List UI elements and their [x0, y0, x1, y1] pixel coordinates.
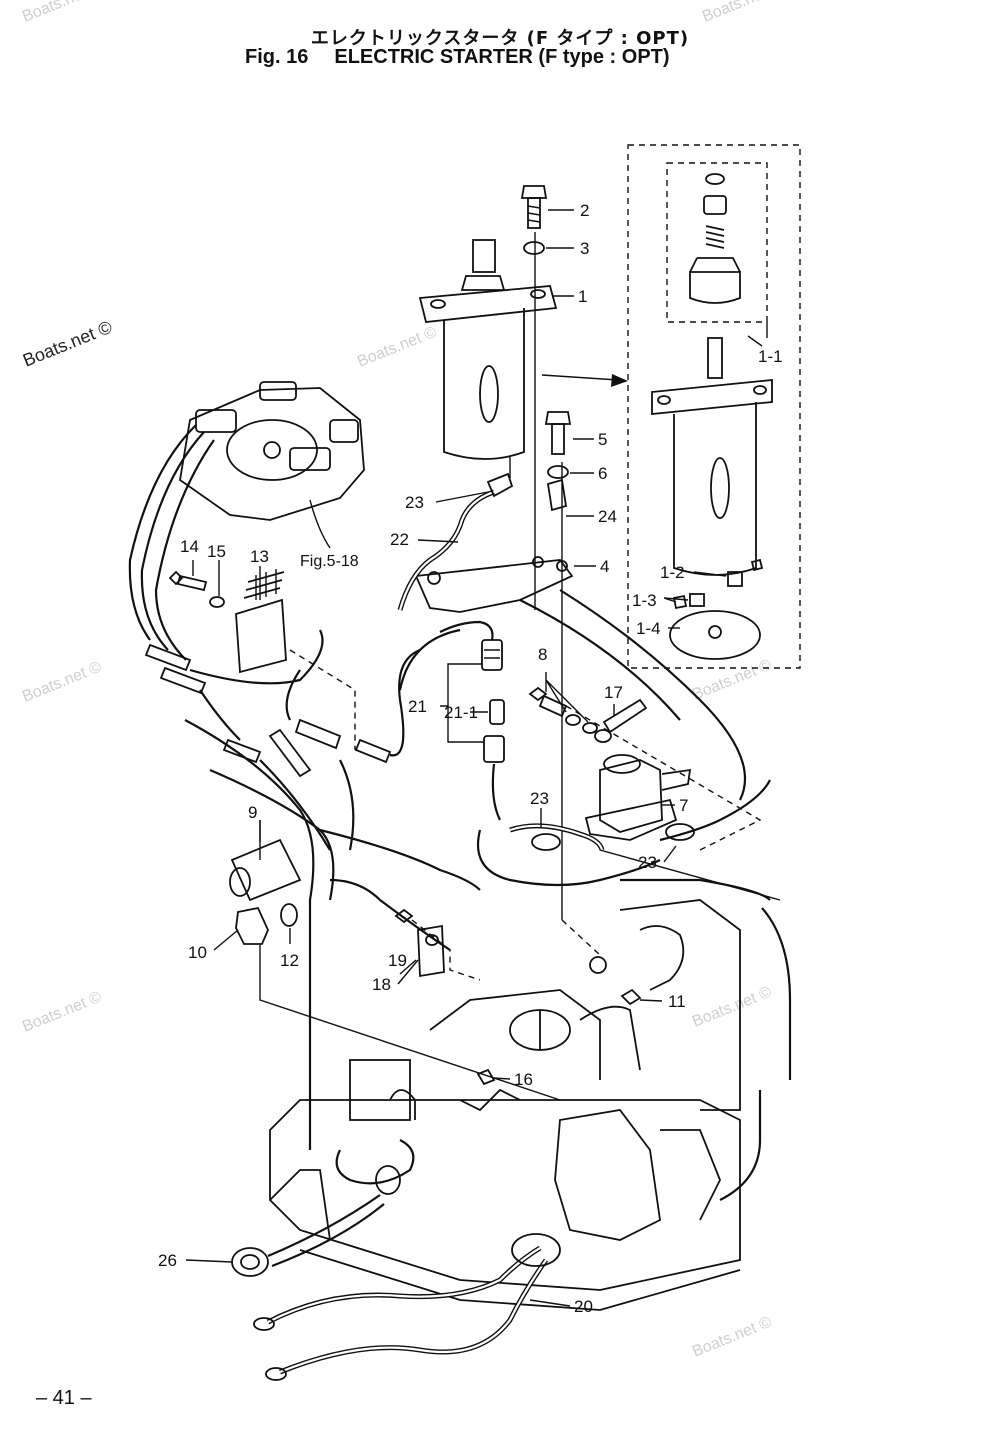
- cable-24: [509, 823, 605, 851]
- bracket-4: [414, 559, 574, 613]
- reference-fig-5-18: Fig.5-18: [300, 553, 359, 570]
- callout-8: 8: [538, 645, 547, 664]
- callout-7: 7: [679, 796, 688, 815]
- bolt-19: [394, 908, 414, 924]
- callout-13: 13: [250, 547, 269, 566]
- callout-21: 21: [408, 697, 427, 716]
- rectifier-13: [235, 569, 287, 674]
- cable-22: [397, 472, 514, 611]
- clamp-18: [417, 924, 445, 978]
- terminal-25: [546, 478, 568, 512]
- bolt-9: [620, 988, 642, 1006]
- callout-15: 15: [207, 542, 226, 561]
- bolt-5: [544, 411, 572, 455]
- part-17: [602, 698, 648, 734]
- bolt-16: [476, 1068, 496, 1086]
- callout-1-3: 1-3: [632, 591, 657, 610]
- stator-assembly: [179, 381, 365, 549]
- solenoid-7: [584, 754, 692, 841]
- starter-exploded-inset: [627, 144, 801, 669]
- arrow-icon: [611, 374, 628, 387]
- engine-block: [269, 899, 741, 1311]
- callout-24: 23: [530, 789, 549, 808]
- callout-4: 4: [600, 557, 609, 576]
- callout-20: 20: [574, 1297, 593, 1316]
- title-japanese: エレクトリックスタータ (F タイプ : OPT): [310, 28, 690, 49]
- bolt-14: [168, 570, 208, 592]
- connector: [144, 643, 192, 672]
- connector-26: [231, 1247, 269, 1277]
- bolt-2: [520, 185, 548, 229]
- callout-1-4: 1-4: [636, 619, 661, 638]
- callout-1-1: 1-1: [758, 347, 783, 366]
- battery-cables-20: [253, 1233, 561, 1381]
- callout-1-2: 1-2: [660, 563, 685, 582]
- callout-14: 14: [180, 537, 199, 556]
- callout-9: 11: [668, 992, 686, 1011]
- callout-18: 18: [372, 975, 391, 994]
- callout-2: 2: [580, 201, 589, 220]
- switch-10: [229, 838, 302, 902]
- callout-25: 24: [598, 507, 617, 526]
- washer-6: [547, 465, 569, 479]
- callout-1: 1: [578, 287, 587, 306]
- callout-6: 6: [598, 464, 607, 483]
- connector-21: [481, 639, 505, 763]
- figure-label: Fig. 16: [245, 46, 309, 68]
- washer-12: [280, 903, 298, 927]
- callout-22: 22: [390, 530, 409, 549]
- bolt-8: [528, 686, 568, 718]
- callout-26: 26: [158, 1251, 177, 1270]
- washer-3: [523, 241, 545, 255]
- callout-16: 16: [514, 1070, 533, 1089]
- figure-title: ELECTRIC STARTER (F type : OPT): [334, 46, 670, 68]
- callout-23b: 23: [638, 853, 657, 872]
- callout-11: 10: [188, 943, 207, 962]
- starter-motor: [418, 239, 558, 478]
- callout-23: 23: [405, 493, 424, 512]
- title-english: Fig. 16 ELECTRIC STARTER (F type : OPT): [245, 46, 670, 69]
- page-number: – 41 –: [36, 1387, 92, 1409]
- callout-17: 17: [604, 683, 623, 702]
- callout-3: 3: [580, 239, 589, 258]
- washer-15: [209, 596, 225, 608]
- clip-11: [235, 906, 269, 945]
- callout-5: 5: [598, 430, 607, 449]
- callout-10: 9: [248, 803, 257, 822]
- callout-21-1: 21-1: [444, 703, 478, 722]
- callout-12: 12: [280, 951, 299, 970]
- callout-19: 19: [388, 951, 407, 970]
